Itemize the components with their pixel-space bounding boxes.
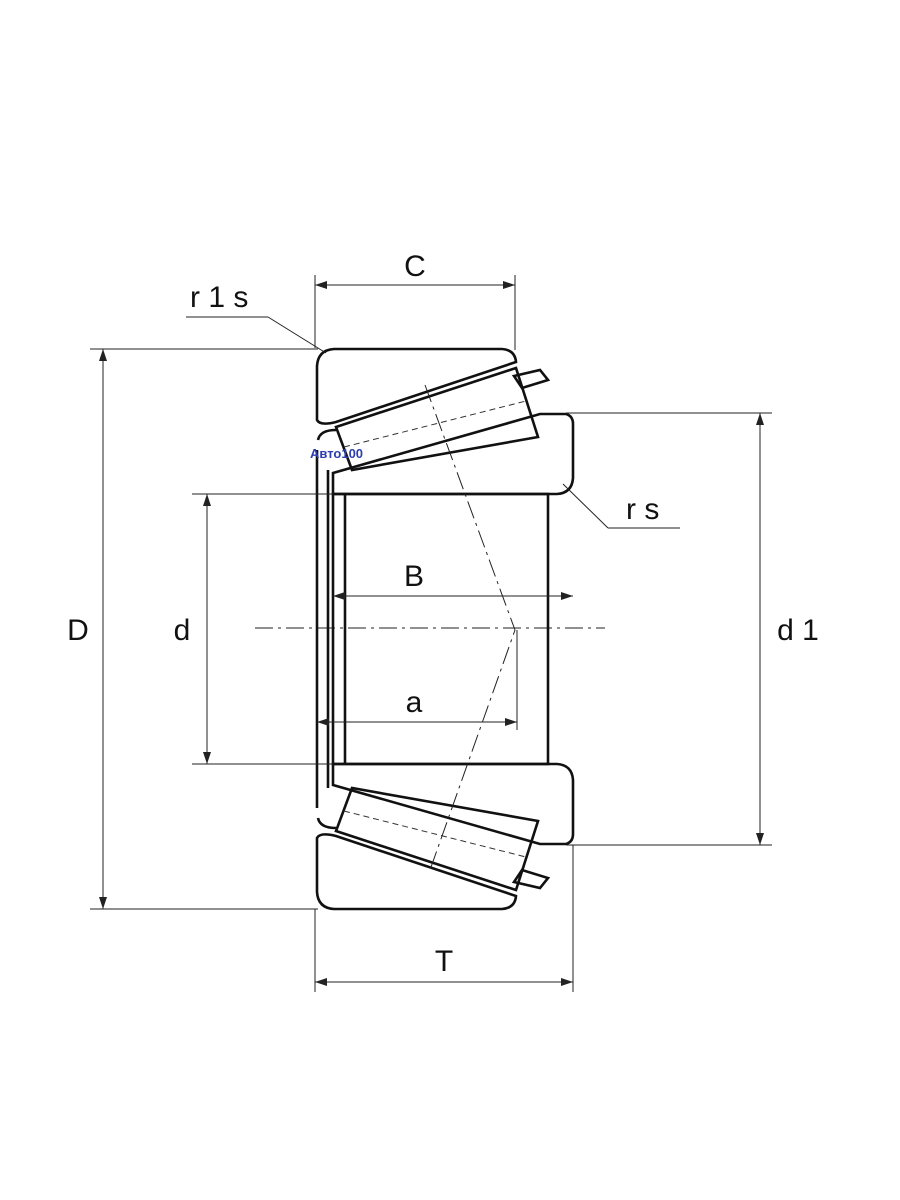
d-bore-arrow-bottom (203, 752, 211, 764)
roller-top-axis (343, 400, 527, 448)
pressure-cone-line (424, 384, 516, 871)
label-d1: d 1 (777, 614, 819, 647)
label-r1s: r 1 s (190, 281, 248, 314)
t-arrow-left (315, 978, 327, 986)
c-arrow-right (503, 281, 515, 289)
d-bore-arrow-top (203, 494, 211, 506)
d1-arrow-bottom (756, 833, 764, 845)
d1-arrow-top (756, 413, 764, 425)
label-rs: r s (626, 493, 659, 526)
cage-top-right (511, 368, 551, 390)
a-arrow-right (505, 718, 517, 726)
b-arrow-left (333, 592, 345, 600)
outer-ring-bottom (315, 833, 518, 911)
watermark-logo: Авто100 (310, 446, 363, 461)
label-d-outer: D (67, 614, 89, 647)
d-outer-arrow-bottom (99, 897, 107, 909)
a-arrow-left (317, 718, 329, 726)
inner-ring-top (331, 412, 575, 496)
d-outer-arrow-top (99, 349, 107, 361)
roller-bottom-axis (343, 810, 527, 858)
t-arrow-right (561, 978, 573, 986)
cage-top-left (316, 428, 337, 441)
cage-bottom-right (511, 868, 551, 890)
bore (331, 492, 550, 766)
b-arrow-right (561, 592, 573, 600)
roller-bottom (334, 786, 540, 892)
r1s-leader-d (267, 316, 327, 354)
cage-bottom-left (316, 817, 337, 830)
label-b: B (404, 560, 424, 593)
c-arrow-left (315, 281, 327, 289)
inner-ring-bottom (331, 762, 575, 846)
label-c: C (404, 250, 426, 283)
rs-leader-d (562, 483, 609, 529)
label-d-bore: d (174, 614, 191, 647)
outer-ring-top (315, 347, 518, 425)
label-t: T (435, 945, 453, 978)
roller-top (334, 366, 540, 472)
label-a: a (406, 686, 423, 719)
